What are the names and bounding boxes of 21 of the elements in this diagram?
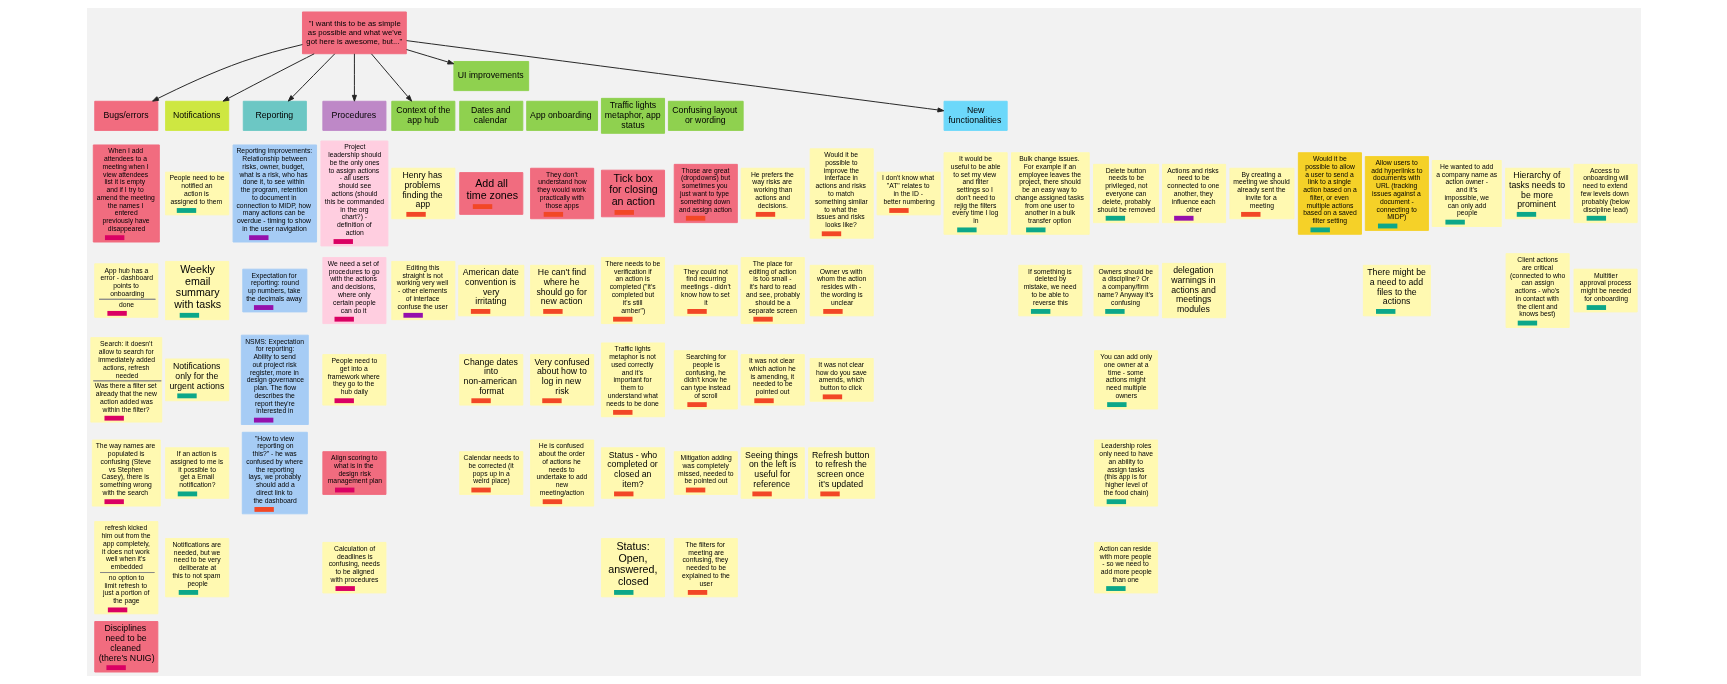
node-box: delegation warnings in actions and meetings modules [1161,262,1226,319]
node-box: Bugs/errors [93,100,158,131]
arrow [151,44,303,102]
node-box: "I want this to be as simple as possible and what we've got here is awesome, but..." [301,11,407,55]
node-box: Reporting [242,100,307,131]
node-box: UI improvements [452,61,529,92]
node-box: Notifications [164,100,229,131]
node-box: Traffic lights metaphor, app status [600,97,665,134]
arrow [405,49,454,65]
arrow [351,53,357,102]
node-box: New functionalities [943,100,1008,131]
node-box: Context of the app hub [390,100,455,131]
node-box: Dates and calendar [458,100,523,131]
arrow [370,53,412,102]
arrow [222,53,315,102]
node-box: Add all time zones [458,172,523,215]
node-box: App onboarding [525,100,598,131]
arrow [405,40,944,113]
node-box: Confusing layout or wording [667,100,744,131]
node-box: Procedures [321,100,386,131]
arrow [287,53,335,102]
